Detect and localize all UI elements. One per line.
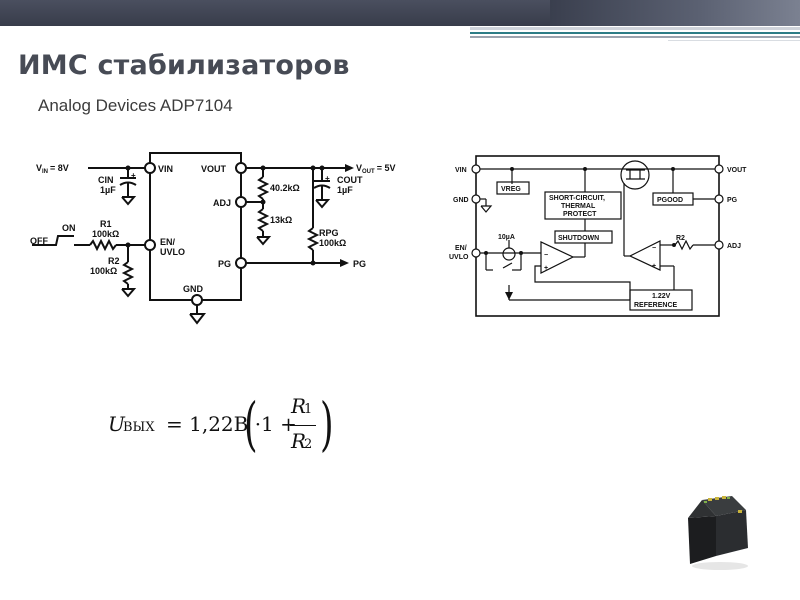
ref-label-1: 1.22V bbox=[652, 293, 671, 300]
rpg-value: 100kΩ bbox=[319, 238, 346, 248]
pin-label-adj: ADJ bbox=[213, 198, 231, 208]
svg-text:+: + bbox=[544, 265, 548, 272]
pin-en-uvlo bbox=[144, 239, 156, 251]
r-bottom-value: 13kΩ bbox=[270, 215, 292, 225]
cin-label: CIN bbox=[98, 175, 114, 185]
top-bar-accent bbox=[550, 0, 800, 26]
svg-text:+: + bbox=[325, 174, 330, 183]
pin-gnd bbox=[191, 294, 203, 306]
svg-text:−: − bbox=[652, 245, 656, 252]
r2-value: 100kΩ bbox=[90, 266, 117, 276]
sc-label-1: SHORT-CIRCUIT, bbox=[549, 195, 605, 202]
svg-text:−: − bbox=[544, 252, 548, 259]
formula-r1: R bbox=[291, 394, 307, 418]
vout-label: VOUT= 5V bbox=[356, 163, 395, 175]
bd-pin-gnd: GND bbox=[453, 197, 469, 204]
cin-value: 1µF bbox=[100, 185, 116, 195]
slide-subtitle: Analog Devices ADP7104 bbox=[38, 96, 233, 115]
pin-label-vin: VIN bbox=[158, 164, 173, 174]
shutdown-block bbox=[554, 230, 613, 244]
pin-vin bbox=[144, 162, 156, 174]
svg-text:+: + bbox=[652, 263, 656, 270]
pin-label-en: EN/ bbox=[160, 237, 176, 247]
ic-body bbox=[149, 152, 242, 301]
r2-label: R2 bbox=[108, 256, 120, 266]
formula-one-plus: 1 + bbox=[261, 412, 297, 436]
off-label: OFF bbox=[30, 236, 48, 246]
pg-arrow bbox=[340, 259, 349, 267]
comparator bbox=[540, 241, 575, 274]
pin-label-pg: PG bbox=[218, 259, 231, 269]
pin-pg bbox=[235, 257, 247, 269]
cout-value: 1µF bbox=[337, 185, 353, 195]
formula-r2: R bbox=[291, 429, 307, 453]
shutdown-label: SHUTDOWN bbox=[558, 235, 599, 242]
bd-r2-label: R2 bbox=[676, 235, 685, 242]
vreg-label: VREG bbox=[501, 186, 521, 193]
rpg-label: RPG bbox=[319, 228, 339, 238]
formula-u-sub: ВЫХ bbox=[123, 420, 155, 435]
sc-label-3: PROTECT bbox=[563, 211, 597, 218]
sc-label-2: THERMAL bbox=[561, 203, 596, 210]
short-circuit-block bbox=[544, 191, 622, 220]
decorative-stripes bbox=[470, 27, 800, 57]
svg-text:+: + bbox=[131, 171, 136, 180]
slide-title: ИМС стабилизаторов bbox=[18, 50, 350, 81]
on-label: ON bbox=[62, 223, 76, 233]
pin-label-uvlo: UVLO bbox=[160, 247, 185, 257]
bd-pin-en: EN/ bbox=[455, 245, 467, 252]
bd-pin-vout: VOUT bbox=[727, 167, 747, 174]
r1-value: 100kΩ bbox=[92, 229, 119, 239]
pin-vout bbox=[235, 162, 247, 174]
vreg-block bbox=[496, 181, 530, 195]
bd-pin-pg: PG bbox=[727, 197, 738, 204]
chip-package-image bbox=[688, 496, 748, 570]
bd-pin-vin: VIN bbox=[455, 167, 467, 174]
bd-pin-uvlo: UVLO bbox=[449, 254, 469, 261]
r1-label: R1 bbox=[100, 219, 112, 229]
bd-pin-adj: ADJ bbox=[727, 243, 741, 250]
pg-output-label: PG bbox=[353, 259, 366, 269]
vin-label: VIN= 8V bbox=[36, 163, 69, 175]
ref-label-2: REFERENCE bbox=[634, 302, 678, 309]
pin-label-vout: VOUT bbox=[201, 164, 227, 174]
r-top-value: 40.2kΩ bbox=[270, 183, 300, 193]
formula-u: U bbox=[108, 412, 125, 436]
block-diagram-frame bbox=[475, 155, 720, 317]
pin-label-gnd: GND bbox=[183, 284, 204, 294]
pin-adj bbox=[235, 196, 247, 208]
cout-label: COUT bbox=[337, 175, 363, 185]
formula-const: = 1,22В · bbox=[166, 412, 262, 436]
error-amplifier bbox=[628, 240, 661, 271]
vout-arrow bbox=[345, 164, 354, 172]
pgood-label: PGOOD bbox=[657, 197, 683, 204]
current-source-label: 10µA bbox=[498, 234, 515, 241]
